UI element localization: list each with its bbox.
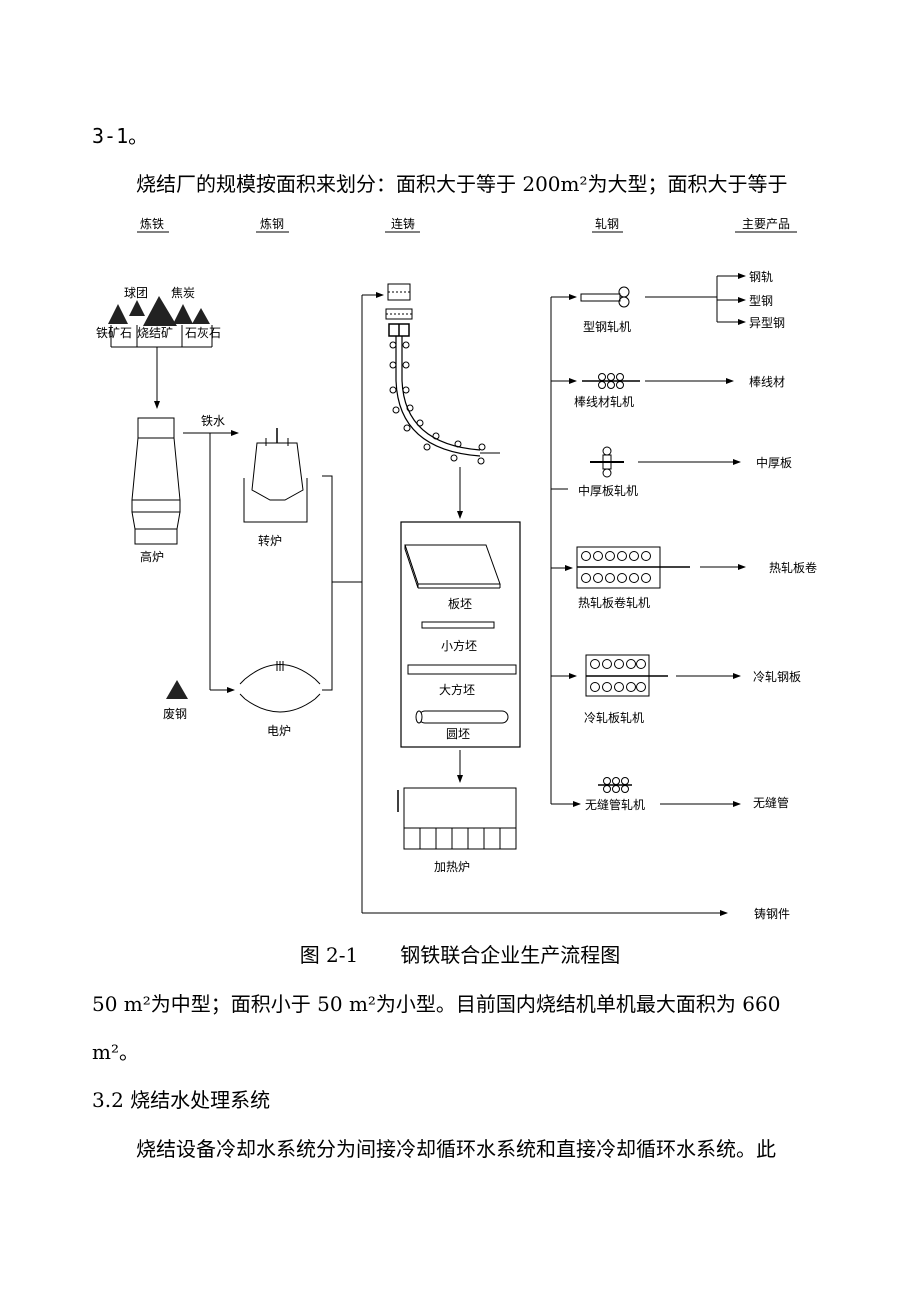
label-reheating-furnace: 加热炉 [434, 860, 470, 874]
column-headers: 炼铁 炼钢 连铸 轧钢 主要产品 [137, 216, 797, 233]
hot-strip-rolls [581, 551, 651, 583]
label-pellet: 球团 [124, 286, 148, 300]
paragraph-line: 3-1。 [92, 124, 149, 148]
paragraph-line: 烧结设备冷却水系统分为间接冷却循环水系统和直接冷却循环水系统。此 [136, 1137, 776, 1161]
paragraph-line: 50 m²为中型；面积小于 50 m²为小型。目前国内烧结机单机最大面积为 66… [92, 992, 781, 1016]
cold-mill: 冷轧板轧机 冷轧钢板 [584, 654, 801, 725]
label-iron-ore: 铁矿石 [96, 326, 132, 340]
seamless-tube-mill: 无缝管轧机 无缝管 [585, 777, 789, 812]
cold-mill-rolls [590, 659, 646, 692]
raw-material-piles: 球团 焦炭 铁矿石 烧结矿 石灰石 [96, 286, 221, 409]
label-coke: 焦炭 [171, 286, 195, 300]
paragraph-line: m²。 [92, 1040, 139, 1064]
electric-furnace-group: 废钢 电炉 [163, 661, 321, 738]
iron-ore-pile-icon [108, 304, 128, 324]
label-bloom: 大方坯 [439, 682, 475, 697]
limestone-pile-icon [192, 308, 210, 324]
billets-box: 板坯 小方坯 大方坯 圆坯 [400, 521, 521, 783]
label-castings: 铸钢件 [754, 906, 790, 921]
figure-title: 钢铁联合企业生产流程图 [400, 943, 621, 967]
header-rolling: 轧钢 [595, 217, 619, 231]
label-cold-mill: 冷轧板轧机 [584, 711, 644, 725]
label-blast-furnace: 高炉 [140, 549, 164, 564]
header-products: 主要产品 [742, 217, 790, 231]
label-plate-mill: 中厚板轧机 [578, 483, 638, 498]
label-cold-sheet: 冷轧钢板 [753, 670, 801, 684]
paragraph-line: 烧结厂的规模按面积来划分：面积大于等于 200m²为大型；面积大于等于 [136, 172, 788, 196]
label-slab: 板坯 [448, 597, 472, 611]
converter: 转炉 [243, 428, 308, 548]
figure-number: 图 2-1 [299, 943, 359, 967]
header-steelmaking: 炼钢 [260, 216, 284, 231]
hot-metal-flow: 铁水 [183, 414, 239, 693]
label-section-mill: 型钢轧机 [583, 320, 631, 334]
plate-mill: 中厚板轧机 中厚板 [578, 446, 792, 498]
label-round-billet: 圆坯 [446, 727, 470, 741]
label-hot-strip-mill: 热轧板卷轧机 [578, 595, 650, 610]
hot-strip-mill: 热轧板卷轧机 热轧板卷 [576, 546, 817, 610]
label-small-billet: 小方坯 [441, 638, 477, 653]
section-heading: 3.2 烧结水处理系统 [92, 1088, 271, 1112]
header-casting: 连铸 [391, 216, 415, 231]
label-sinter: 烧结矿 [137, 326, 173, 340]
label-bar-wire-mill: 棒线材轧机 [574, 395, 634, 409]
pellet-pile-icon [129, 300, 145, 316]
production-flow-diagram: 炼铁 炼钢 连铸 轧钢 主要产品 球团 焦炭 铁矿石 烧结矿 石灰石 [96, 216, 817, 921]
label-hot-metal: 铁水 [201, 414, 225, 428]
label-seamless-tube-mill: 无缝管轧机 [585, 797, 645, 812]
label-special-section: 异型钢 [749, 316, 785, 330]
figure-caption: 图 2-1 钢铁联合企业生产流程图 [0, 943, 920, 967]
label-scrap: 废钢 [163, 706, 187, 721]
label-section-steel: 型钢 [749, 294, 773, 308]
label-seamless-tube: 无缝管 [753, 795, 789, 810]
coke-pile-icon [173, 304, 193, 324]
steel-flow-lines: 铸钢件 [322, 292, 790, 921]
bar-wire-mill: 棒线材轧机 棒线材 [574, 373, 785, 409]
label-bar-wire: 棒线材 [749, 375, 785, 389]
label-hot-coil: 热轧板卷 [769, 560, 817, 575]
blast-furnace: 高炉 [131, 417, 181, 564]
rolling-branches [550, 294, 581, 807]
scrap-pile-icon [166, 680, 188, 699]
label-electric-furnace: 电炉 [267, 724, 291, 738]
label-rail: 钢轨 [749, 270, 773, 284]
section-mill: 型钢轧机 钢轨 型钢 异型钢 [580, 270, 785, 334]
label-limestone: 石灰石 [185, 326, 221, 340]
continuous-caster [385, 283, 500, 519]
label-converter: 转炉 [258, 533, 282, 548]
reheating-furnace: 加热炉 [397, 787, 517, 874]
header-ironmaking: 炼铁 [140, 216, 164, 231]
sinter-pile-icon [143, 296, 177, 326]
label-medium-plate: 中厚板 [756, 455, 792, 470]
